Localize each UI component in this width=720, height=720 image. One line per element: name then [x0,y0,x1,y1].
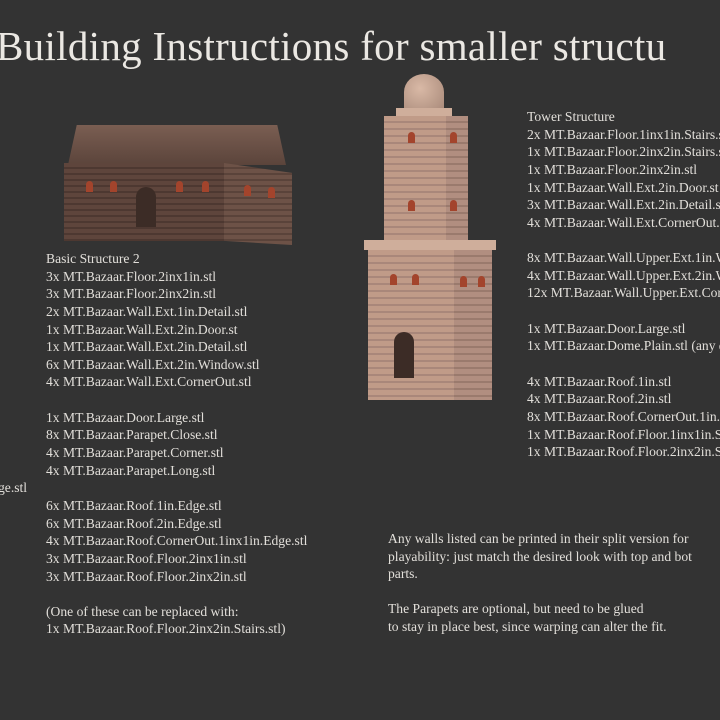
window [478,276,485,287]
upper-wall [384,116,446,242]
list-item: 6x MT.Bazaar.Roof.1in.Edge.stl [46,497,222,513]
list-item: 1x MT.Bazaar.Wall.Ext.2in.Door.st [46,321,238,337]
tower-heading: Tower Structure [527,109,615,124]
door [136,187,156,227]
list-item: 3x MT.Bazaar.Roof.Floor.2inx2in.stl [46,568,247,584]
list-item: 4x MT.Bazaar.Wall.Upper.Ext.2in.W [527,267,720,283]
window [460,276,467,287]
list-item: 1x MT.Bazaar.Floor.2inx2in.stl [527,161,698,177]
list-item: 1x MT.Bazaar.Roof.Floor.1inx1in.Sta [527,426,720,442]
window [450,200,457,211]
window [408,132,415,143]
window [268,187,275,198]
basic-heading: Basic Structure 2 [46,251,140,266]
window [202,181,209,192]
note-line: Any walls listed can be printed in their… [388,531,689,546]
ledge [396,108,452,116]
note-line: to stay in place best, since warping can… [388,618,667,634]
note-line: (One of these can be replaced with: [46,603,239,619]
note-line: The Parapets are optional, but need to b… [388,601,644,617]
cut-fragment: ge.stl [0,480,28,495]
note-line: parts. [388,566,418,582]
side-wall [224,163,292,245]
list-item: 6x MT.Bazaar.Wall.Ext.2in.Window.stl [46,356,260,372]
list-item: 3x MT.Bazaar.Roof.Floor.2inx1in.stl [46,550,247,566]
dome [404,74,444,110]
tower-structure-list: Tower Structure 2x MT.Bazaar.Floor.1inx1… [527,108,720,461]
list-item: 4x MT.Bazaar.Roof.CornerOut.1inx1in.Edge… [46,533,308,549]
walls-note: Any walls listed can be printed in their… [388,530,692,636]
basic-structure-render [64,125,292,247]
note-line: playability: just match the desired look… [388,548,692,564]
list-item: 12x MT.Bazaar.Wall.Upper.Ext.Corn [527,285,720,301]
ledge [364,240,496,250]
list-item: 3x MT.Bazaar.Wall.Ext.2in.Detail.stl [527,197,720,213]
window [408,200,415,211]
page-title: Building Instructions for smaller struct… [0,23,667,69]
tower-structure-render [360,74,498,406]
list-item: 4x MT.Bazaar.Roof.1in.stl [527,373,672,389]
list-item: 3x MT.Bazaar.Floor.2inx1in.stl [46,268,217,284]
list-item: 4x MT.Bazaar.Roof.2in.stl [527,391,672,407]
list-item: 1x MT.Bazaar.Wall.Ext.2in.Door.st [527,179,719,195]
window [176,181,183,192]
list-item: 1x MT.Bazaar.Dome.Plain.stl (any d [527,338,720,354]
list-item: 1x MT.Bazaar.Door.Large.stl [46,409,205,425]
list-item: 1x MT.Bazaar.Door.Large.stl [527,320,686,336]
window [450,132,457,143]
note-line: 1x MT.Bazaar.Roof.Floor.2inx2in.Stairs.s… [46,621,286,637]
list-item: 4x MT.Bazaar.Wall.Ext.CornerOut.stl [46,374,252,390]
list-item: 2x MT.Bazaar.Floor.1inx1in.Stairs.stl [527,126,720,142]
basic-structure-list: Basic Structure 2 3x MT.Bazaar.Floor.2in… [46,250,307,638]
list-item: 1x MT.Bazaar.Wall.Ext.2in.Detail.stl [46,339,248,355]
list-item: 8x MT.Bazaar.Wall.Upper.Ext.1in.W [527,250,720,266]
window [412,274,419,285]
list-item: 8x MT.Bazaar.Roof.CornerOut.1in. [527,408,720,424]
list-item: 4x MT.Bazaar.Parapet.Corner.stl [46,445,224,461]
list-item: 4x MT.Bazaar.Wall.Ext.CornerOut.stl [527,214,720,230]
list-item: 8x MT.Bazaar.Parapet.Close.stl [46,427,218,443]
list-item: 1x MT.Bazaar.Floor.2inx2in.Stairs.stl [527,144,720,160]
list-item: 6x MT.Bazaar.Roof.2in.Edge.stl [46,515,222,531]
window [390,274,397,285]
window [86,181,93,192]
list-item: 1x MT.Bazaar.Roof.Floor.2inx2in.St [527,444,720,460]
lower-side-wall [454,250,492,400]
roof [68,125,286,165]
door [394,332,414,378]
list-item: 2x MT.Bazaar.Wall.Ext.1in.Detail.stl [46,303,248,319]
list-item: 4x MT.Bazaar.Parapet.Long.stl [46,462,216,478]
list-item: 3x MT.Bazaar.Floor.2inx2in.stl [46,286,217,302]
window [244,185,251,196]
window [110,181,117,192]
